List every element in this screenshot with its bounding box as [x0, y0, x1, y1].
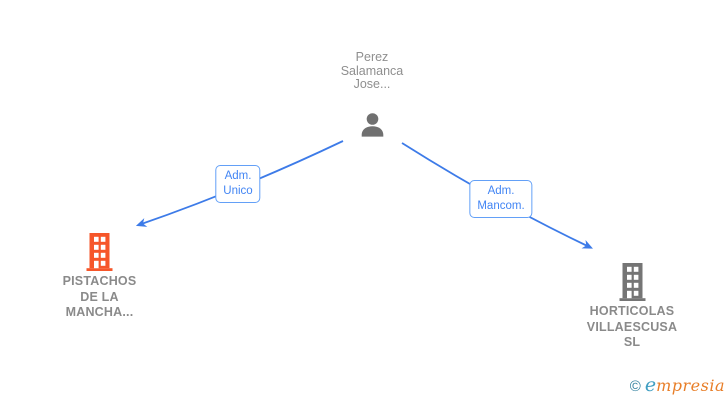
edge-label-line: Adm.: [487, 185, 515, 197]
person-name: Perez Salamanca Jose...: [340, 50, 404, 92]
person-name-line: Perez: [355, 50, 389, 64]
company-name-line: MANCHA...: [65, 305, 134, 319]
company-name-line: VILLAESCUSA: [586, 319, 678, 334]
brand-wordmark: mpresia: [656, 376, 725, 395]
brand-wordmark-initial: e: [644, 374, 657, 396]
company-name-line: HORTICOLAS: [589, 304, 675, 318]
copyright-icon: ©: [629, 378, 641, 395]
company-name-line: DE LA: [80, 289, 119, 304]
node-person[interactable]: Perez Salamanca Jose...: [312, 50, 432, 140]
edge-label-line: Adm.: [224, 170, 252, 182]
person-name-line: Jose...: [353, 77, 391, 91]
company-name-line: SL: [623, 335, 641, 349]
node-company-pistachos[interactable]: PISTACHOS DE LA MANCHA...: [39, 233, 160, 321]
node-company-horticolas[interactable]: HORTICOLAS VILLAESCUSA SL: [570, 263, 694, 351]
empresia-logo[interactable]: © e mpresia: [630, 374, 725, 396]
edge-label-line: Mancom.: [477, 200, 525, 212]
company-name-line: PISTACHOS: [62, 274, 137, 288]
edge-label-adm-mancom: Adm. Mancom.: [469, 180, 533, 218]
building-icon: [619, 263, 645, 301]
company-name-horticolas: HORTICOLAS VILLAESCUSA SL: [587, 304, 677, 351]
building-icon: [86, 233, 113, 271]
edge-label-line: Unico: [223, 185, 253, 197]
edge-label-adm-unico: Adm. Unico: [215, 165, 261, 203]
person-name-line: Salamanca: [340, 63, 404, 78]
company-name-pistachos: PISTACHOS DE LA MANCHA...: [63, 274, 137, 321]
person-icon: [361, 112, 383, 137]
